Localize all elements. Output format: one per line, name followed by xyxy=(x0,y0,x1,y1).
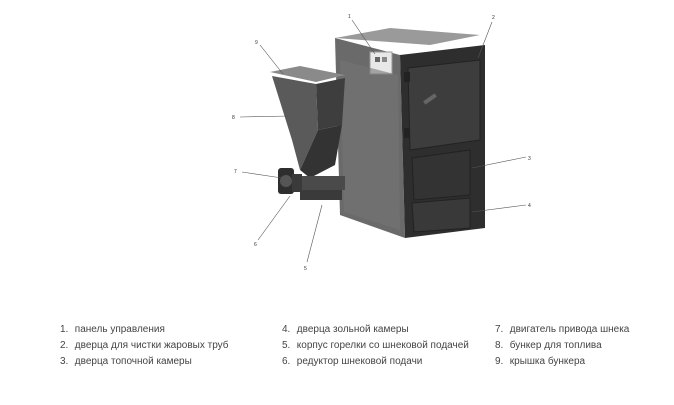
cleaning-door xyxy=(407,59,481,151)
legend-column-2: 4. дверца зольной камеры 5. корпус горел… xyxy=(282,322,469,370)
callout-5: 5 xyxy=(304,266,307,272)
legend-item: 9. крышка бункера xyxy=(495,356,586,367)
callout-3: 3 xyxy=(528,156,531,162)
legend-item: 7. двигатель привода шнека xyxy=(495,324,630,335)
callout-6: 6 xyxy=(254,242,257,248)
callout-2: 2 xyxy=(492,15,495,21)
callout-8: 8 xyxy=(232,115,235,121)
boiler-body xyxy=(335,28,485,238)
hopper-lid xyxy=(270,66,345,82)
legend-item: 2. дверца для чистки жаровых труб xyxy=(60,340,229,351)
callout-7: 7 xyxy=(234,169,237,175)
ash-door xyxy=(411,197,471,233)
legend-item: 1. панель управления xyxy=(60,324,165,335)
legend-column-3: 7. двигатель привода шнека 8. бункер для… xyxy=(495,322,629,370)
firebox-door xyxy=(411,149,471,201)
auger-assembly xyxy=(278,168,345,194)
callout-4: 4 xyxy=(528,203,531,209)
legend-column-1: 1. панель управления 2. дверца для чистк… xyxy=(60,322,229,370)
callout-9: 9 xyxy=(255,40,258,46)
legend-item: 6. редуктор шнековой подачи xyxy=(282,356,423,367)
legend-item: 4. дверца зольной камеры xyxy=(282,324,409,335)
legend-item: 3. дверца топочной камеры xyxy=(60,356,192,367)
legend: 1. панель управления 2. дверца для чистк… xyxy=(0,322,674,382)
callout-1: 1 xyxy=(348,14,351,20)
legend-item: 5. корпус горелки со шнековой подачей xyxy=(282,340,469,351)
boiler-diagram: 1 2 3 4 5 6 7 8 9 xyxy=(232,14,531,272)
legend-item: 8. бункер для топлива xyxy=(495,340,602,351)
